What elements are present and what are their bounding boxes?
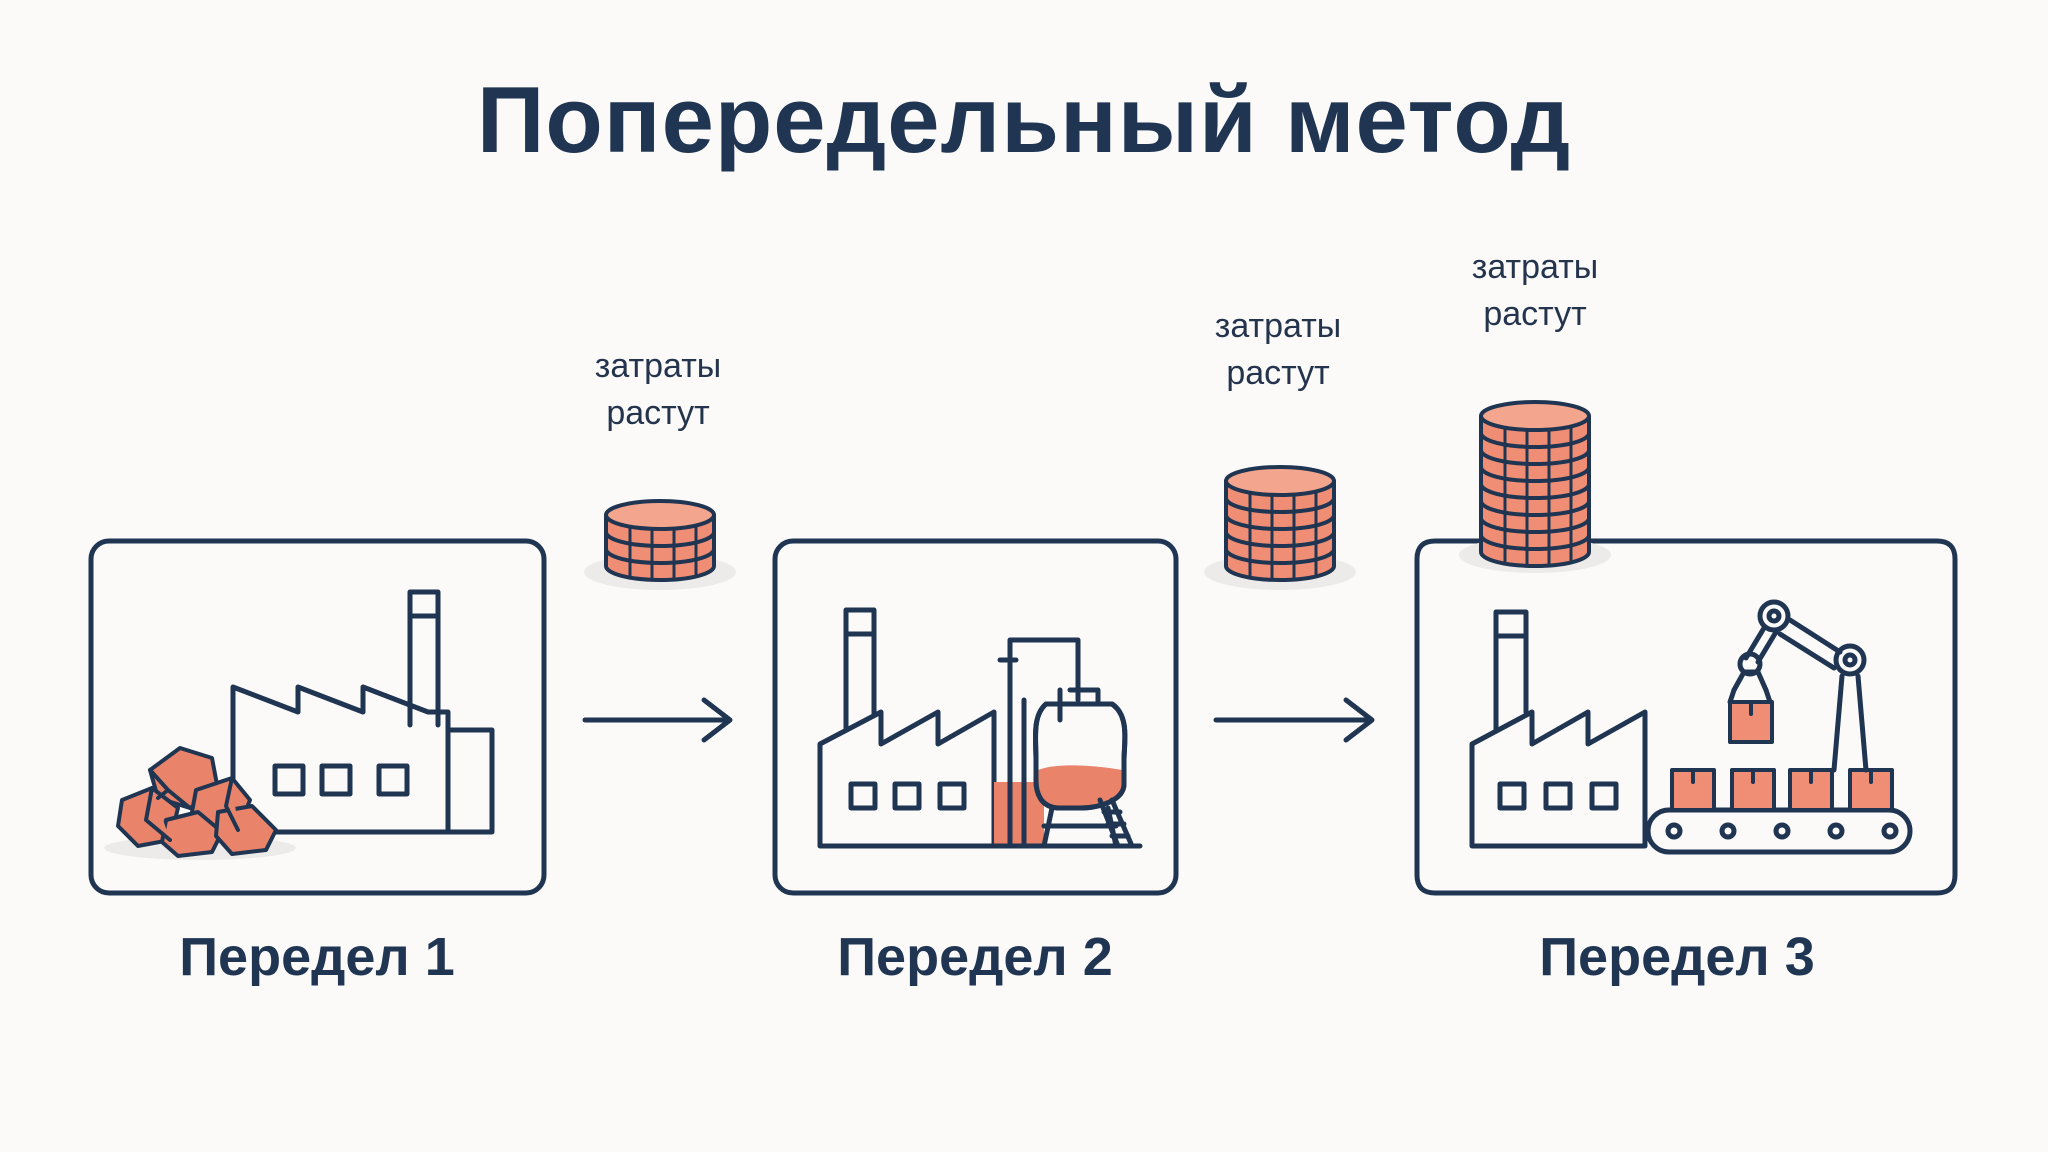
coin-top xyxy=(1479,400,1591,432)
cost-label-1: затраты растут xyxy=(548,343,768,437)
stage-2-label: Передел 2 xyxy=(837,927,1113,987)
arrow-stage1-to-stage2 xyxy=(582,697,733,743)
factory-icon xyxy=(817,607,997,849)
conveyor-icon xyxy=(1645,768,1913,855)
coin-top xyxy=(604,499,716,531)
cost-label-2-line1: затраты xyxy=(1214,307,1342,345)
cost-label-1-line1: затраты xyxy=(594,347,722,385)
factory-icon xyxy=(1469,609,1648,849)
coin-stack-1 xyxy=(604,499,716,582)
arrow-stage2-to-stage3 xyxy=(1213,697,1375,743)
cost-label-3: затраты растут xyxy=(1425,244,1645,338)
cost-label-2: затраты растут xyxy=(1168,303,1388,397)
stage-3-label: Передел 3 xyxy=(1539,927,1815,987)
factory-icon xyxy=(230,589,495,835)
stage-3-panel xyxy=(1414,538,1958,896)
stage-2-panel xyxy=(772,538,1179,896)
stage-1-panel xyxy=(88,538,547,896)
coin-stack-3 xyxy=(1479,400,1591,568)
coin-top xyxy=(1224,465,1336,497)
cost-label-3-line2: растут xyxy=(1483,295,1587,333)
reactor-tank-icon xyxy=(991,637,1143,849)
robot-arm-icon xyxy=(1727,599,1869,773)
raw-material-icon xyxy=(104,746,296,860)
cost-label-3-line1: затраты xyxy=(1471,248,1599,286)
coin-stack-2 xyxy=(1224,465,1336,582)
cost-label-2-line2: растут xyxy=(1226,354,1330,392)
diagram-title: Попередельный метод xyxy=(476,67,1572,172)
cost-label-1-line2: растут xyxy=(606,394,710,432)
stage-1-label: Передел 1 xyxy=(179,927,455,987)
